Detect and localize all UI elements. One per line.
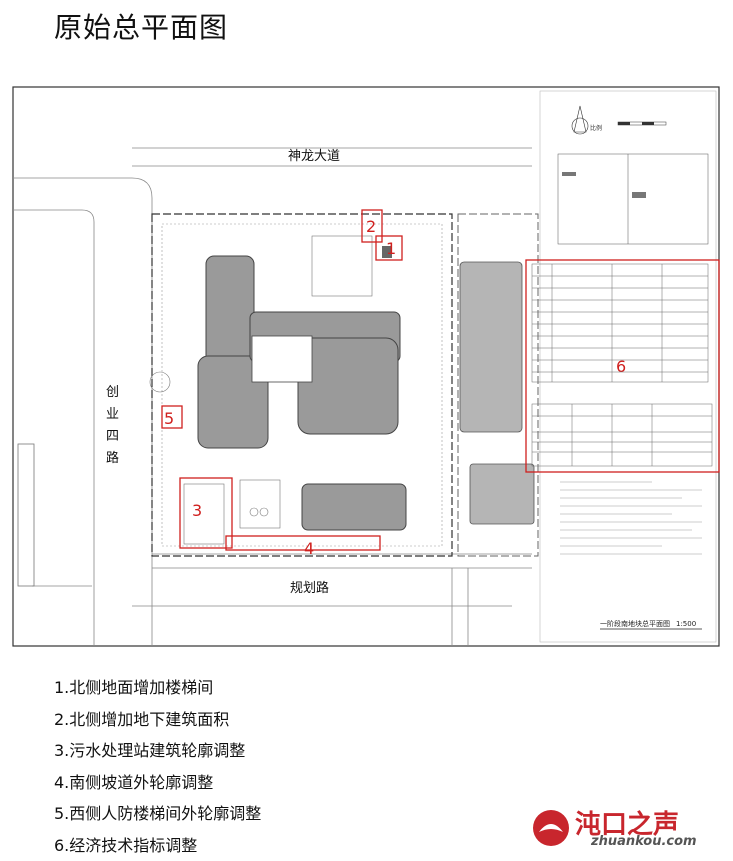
- note-item: 6.经济技术指标调整: [54, 830, 261, 861]
- svg-text:路: 路: [106, 450, 119, 466]
- site-plan-drawing: 1 2 3 4 5 6 比例: [12, 86, 722, 648]
- note-item: 4.南侧坡道外轮廓调整: [54, 767, 261, 799]
- note-item: 3.污水处理站建筑轮廓调整: [54, 735, 261, 767]
- neighbour-building-southeast: [470, 464, 534, 524]
- south-building: [302, 484, 406, 530]
- road-south-label: 规划路: [290, 580, 329, 596]
- drawing-title: 一阶段南地块总平面图: [600, 619, 670, 628]
- watermark-url: zhuankou.com: [591, 834, 697, 849]
- note-item: 5.西侧人防楼梯间外轮廓调整: [54, 798, 261, 830]
- watermark-logo: 沌口之声 zhuankou.com: [531, 804, 721, 852]
- marker-3: 3: [192, 501, 202, 520]
- road-north-label: 神龙大道: [288, 149, 340, 164]
- logo-icon: [531, 806, 571, 850]
- marker-5: 5: [164, 409, 174, 428]
- note-item: 1.北侧地面增加楼梯间: [54, 672, 261, 704]
- svg-text:四: 四: [106, 429, 119, 444]
- compass-label: 比例: [590, 124, 602, 132]
- marker-1: 1: [386, 239, 396, 258]
- marker-2: 2: [366, 217, 376, 236]
- neighbour-building-east: [460, 262, 522, 432]
- note-item: 2.北侧增加地下建筑面积: [54, 704, 261, 736]
- page-title: 原始总平面图: [54, 6, 228, 46]
- marker-4: 4: [304, 539, 314, 558]
- svg-text:创: 创: [106, 385, 119, 400]
- svg-text:业: 业: [106, 407, 119, 422]
- change-notes-list: 1.北侧地面增加楼梯间 2.北侧增加地下建筑面积 3.污水处理站建筑轮廓调整 4…: [54, 672, 261, 861]
- drawing-scale: 1:500: [676, 620, 696, 628]
